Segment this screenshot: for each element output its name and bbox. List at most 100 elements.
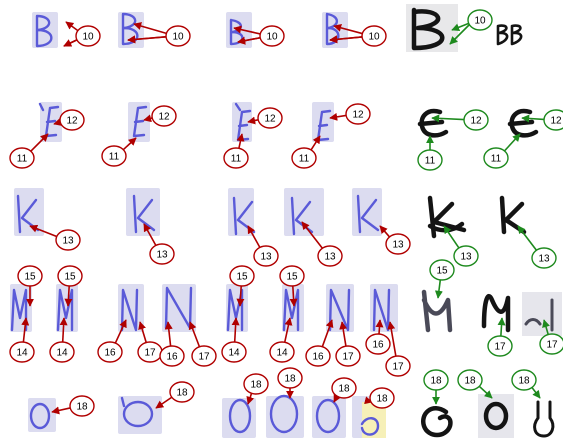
- glyph-e: [132, 105, 148, 138]
- marker-label: 13: [260, 252, 272, 263]
- marker-arrows: [21, 21, 550, 415]
- marker-arrow: [114, 319, 127, 344]
- marker-arrow: [503, 133, 521, 152]
- marker-label: 16: [312, 352, 324, 363]
- marker-circle: [511, 369, 537, 391]
- marker-label: 13: [324, 252, 336, 263]
- marker-label: 10: [82, 32, 94, 43]
- marker-label: 15: [436, 266, 448, 277]
- marker-arrow: [29, 224, 58, 238]
- marker-circle: [169, 381, 195, 403]
- marker-circle: [257, 107, 283, 129]
- marker-label: 15: [286, 272, 298, 283]
- marker-arrow: [138, 321, 147, 343]
- marker-circle: [483, 147, 509, 169]
- marker-arrow: [321, 319, 334, 347]
- marker-arrow: [237, 36, 261, 45]
- marker-label: 17: [494, 342, 506, 353]
- marker-arrow: [517, 225, 538, 251]
- marker-circle: [57, 265, 83, 287]
- marker-circle: [429, 259, 455, 281]
- marker-circle: [9, 341, 35, 363]
- sample-patch: [522, 292, 562, 336]
- marker-circle: [463, 109, 489, 131]
- glyph-e: [316, 109, 332, 142]
- marker-label: 11: [299, 154, 310, 165]
- marker-arrow: [531, 386, 541, 399]
- glyph-b: [35, 14, 53, 48]
- marker-circle: [277, 367, 303, 389]
- glyph-n: [481, 293, 511, 333]
- glyph-e: [507, 108, 539, 138]
- marker-arrow: [387, 321, 397, 357]
- marker-arrow: [51, 406, 71, 415]
- marker-arrow: [53, 118, 63, 126]
- marker-circle: [467, 9, 493, 31]
- marker-circle: [453, 245, 479, 267]
- marker-circle: [369, 387, 395, 409]
- marker-arrow: [333, 393, 341, 403]
- marker-arrow: [143, 223, 157, 246]
- marker-arrow: [449, 23, 471, 45]
- marker-circle: [531, 247, 557, 269]
- marker-label: 17: [546, 340, 558, 351]
- marker-label: 18: [76, 402, 88, 413]
- marker-arrow: [283, 317, 293, 343]
- marker-circle: [9, 147, 35, 169]
- glyph-o: [228, 398, 252, 434]
- marker-arrow: [333, 23, 363, 35]
- marker-circle: [365, 333, 391, 355]
- marker-label: 10: [266, 32, 278, 43]
- marker-circle: [317, 245, 343, 267]
- marker-label: 12: [66, 116, 78, 127]
- marker-circle: [191, 345, 217, 367]
- marker-label: 10: [474, 16, 486, 27]
- glyph-b: [496, 24, 523, 46]
- marker-circle: [101, 145, 127, 167]
- glyph-o: [29, 402, 51, 430]
- marker-label: 12: [158, 112, 170, 123]
- marker-arrow: [289, 285, 298, 307]
- marker-arrow: [188, 321, 201, 348]
- marker-label: 15: [236, 272, 248, 283]
- marker-circle: [335, 345, 361, 367]
- marker-label: 13: [62, 236, 74, 247]
- sample-patch: [312, 102, 334, 142]
- marker-label: 17: [392, 362, 404, 373]
- marker-circle: [269, 341, 295, 363]
- glyph-m: [524, 298, 554, 332]
- marker-label: 18: [464, 376, 476, 387]
- marker-arrow: [434, 279, 443, 299]
- marker-circle: [385, 355, 411, 377]
- marker-label: 14: [276, 348, 288, 359]
- marker-label: 18: [430, 376, 442, 387]
- marker-circle: [291, 147, 317, 169]
- marker-arrow: [542, 319, 550, 335]
- marker-label: 16: [104, 348, 116, 359]
- marker-arrow: [127, 35, 167, 44]
- glyph-n: [120, 288, 139, 332]
- marker-circle: [259, 25, 285, 47]
- marker-circle: [229, 265, 255, 287]
- glyph-n: [328, 288, 351, 332]
- marker-label: 17: [198, 352, 210, 363]
- marker-arrow: [451, 22, 469, 32]
- marker-arrow: [64, 285, 73, 307]
- glyph-o: [420, 406, 453, 438]
- marker-arrow: [301, 221, 324, 249]
- marker-label: 10: [368, 32, 380, 43]
- marker-label: 18: [338, 384, 350, 395]
- marker-arrow: [478, 385, 493, 399]
- marker-arrow: [30, 133, 49, 152]
- marker-circle: [223, 147, 249, 169]
- marker-label: 12: [264, 114, 276, 125]
- marker-circle: [539, 333, 563, 355]
- sample-patch: [284, 188, 324, 236]
- marker-circle: [75, 25, 101, 47]
- marker-label: 10: [172, 32, 184, 43]
- marker-arrow: [236, 133, 245, 149]
- marker-circle: [151, 105, 177, 127]
- marker-arrow: [236, 285, 245, 307]
- marker-circle: [165, 25, 191, 47]
